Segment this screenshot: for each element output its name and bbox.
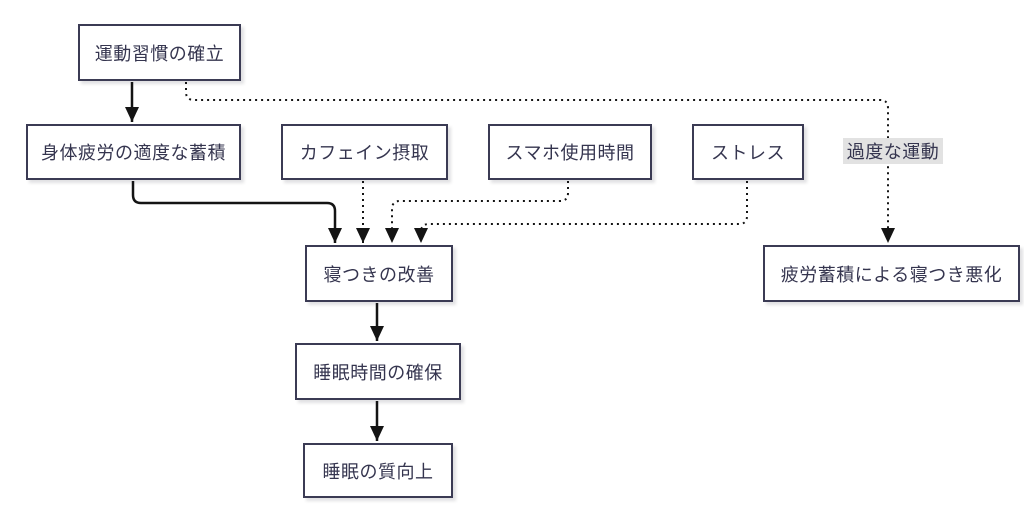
node-sleep-quality: 睡眠の質向上 [303, 443, 453, 498]
edge-fatigue-to-sleep-onset [131, 181, 342, 243]
node-sleep-duration: 睡眠時間の確保 [295, 343, 461, 400]
node-worse-sleep-onset: 疲労蓄積による寝つき悪化 [763, 245, 1020, 302]
node-sleep-duration-label: 睡眠時間の確保 [313, 362, 443, 383]
edge-smartphone-to-sleep-onset [385, 181, 569, 243]
node-stress-label: ストレス [711, 143, 785, 163]
edge-label-overexercise-text: 過度な運動 [846, 142, 940, 162]
node-moderate-fatigue: 身体疲労の適度な蓄積 [26, 124, 241, 180]
node-sleep-onset-improvement-label: 寝つきの改善 [323, 264, 435, 285]
node-stress: ストレス [692, 124, 804, 180]
edge-label-overexercise: 過度な運動 [843, 138, 943, 164]
node-moderate-fatigue-label: 身体疲労の適度な蓄積 [41, 143, 226, 163]
node-caffeine-intake-label: カフェイン摂取 [299, 143, 430, 163]
node-sleep-quality-label: 睡眠の質向上 [322, 461, 434, 482]
edge-exercise-to-worse-onset [185, 82, 895, 243]
node-smartphone-time: スマホ使用時間 [488, 124, 652, 180]
edge-stress-to-sleep-onset [414, 181, 748, 243]
node-exercise-habit-label: 運動習慣の確立 [94, 43, 225, 64]
node-worse-sleep-onset-label: 疲労蓄積による寝つき悪化 [780, 264, 1003, 285]
node-sleep-onset-improvement: 寝つきの改善 [305, 245, 453, 302]
node-smartphone-time-label: スマホ使用時間 [505, 143, 635, 163]
node-exercise-habit: 運動習慣の確立 [78, 24, 241, 81]
node-caffeine-intake: カフェイン摂取 [281, 124, 448, 180]
